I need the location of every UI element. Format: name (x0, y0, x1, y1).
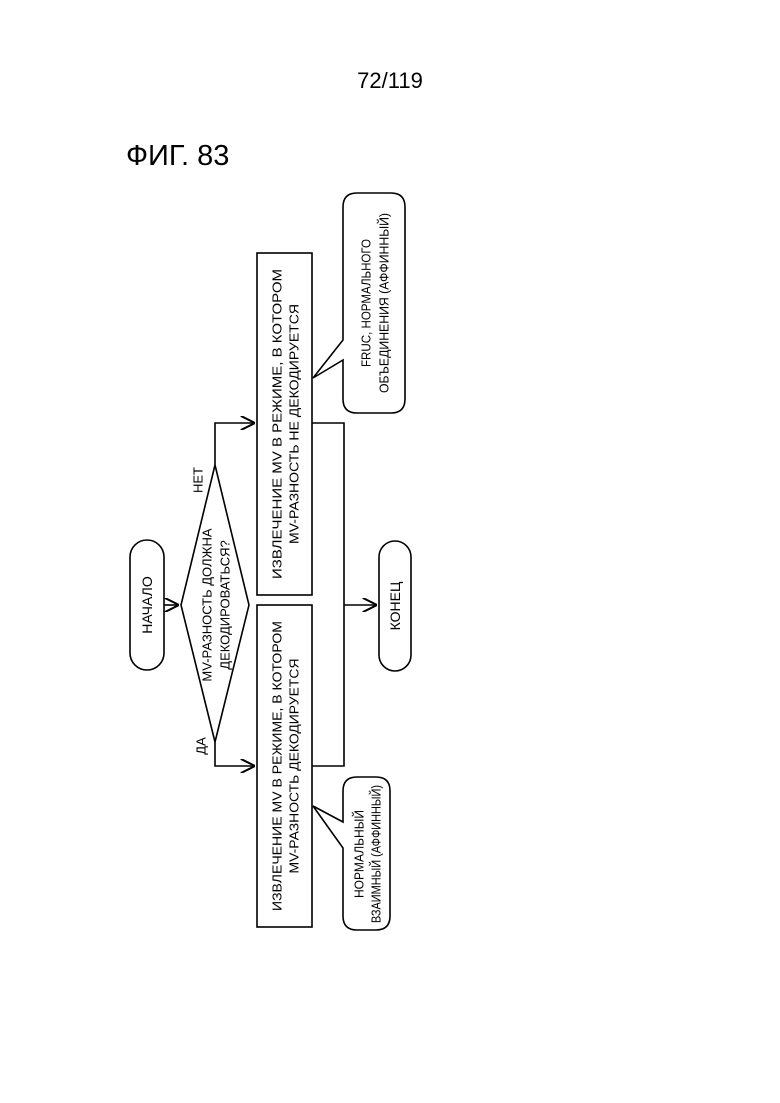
no-label: НЕТ (191, 467, 206, 493)
decision-diamond (181, 465, 249, 742)
connector-no-decode-merge (312, 423, 344, 605)
callout-decode-line-2: ВЗАИМНЫЙ (АФФИННЫЙ) (369, 785, 384, 923)
process-decode-line-2: MV-РАЗНОСТЬ ДЕКОДИРУЕТСЯ (287, 659, 302, 874)
decision-label-line-2: ДЕКОДИРОВАТЬСЯ? (218, 540, 233, 669)
process-no-decode-line-1: ИЗВЛЕЧЕНИЕ MV В РЕЖИМЕ, В КОТОРОМ (270, 269, 285, 579)
callout-no-decode-line-1: FRUC, НОРМАЛЬНОГО (359, 239, 374, 367)
process-no-decode-line-2: MV-РАЗНОСТЬ НЕ ДЕКОДИРУЕТСЯ (287, 304, 302, 544)
connector-yes-branch (215, 742, 255, 766)
decision-label-line-1: MV-РАЗНОСТЬ ДОЛЖНА (200, 528, 215, 682)
connector-no-branch (215, 423, 255, 465)
callout-no-decode-line-2: ОБЪЕДИНЕНИЯ (АФФИННЫЙ) (377, 213, 392, 393)
end-label: КОНЕЦ (387, 581, 403, 630)
process-no-decode-box (257, 253, 312, 595)
yes-label: ДА (194, 737, 209, 755)
connector-decode-merge (312, 605, 344, 766)
process-decode-box (257, 605, 312, 927)
callout-decode-line-1: НОРМАЛЬНЫЙ (352, 810, 367, 898)
start-label: НАЧАЛО (139, 576, 155, 634)
process-decode-line-1: ИЗВЛЕЧЕНИЕ MV В РЕЖИМЕ, В КОТОРОМ (270, 621, 285, 911)
